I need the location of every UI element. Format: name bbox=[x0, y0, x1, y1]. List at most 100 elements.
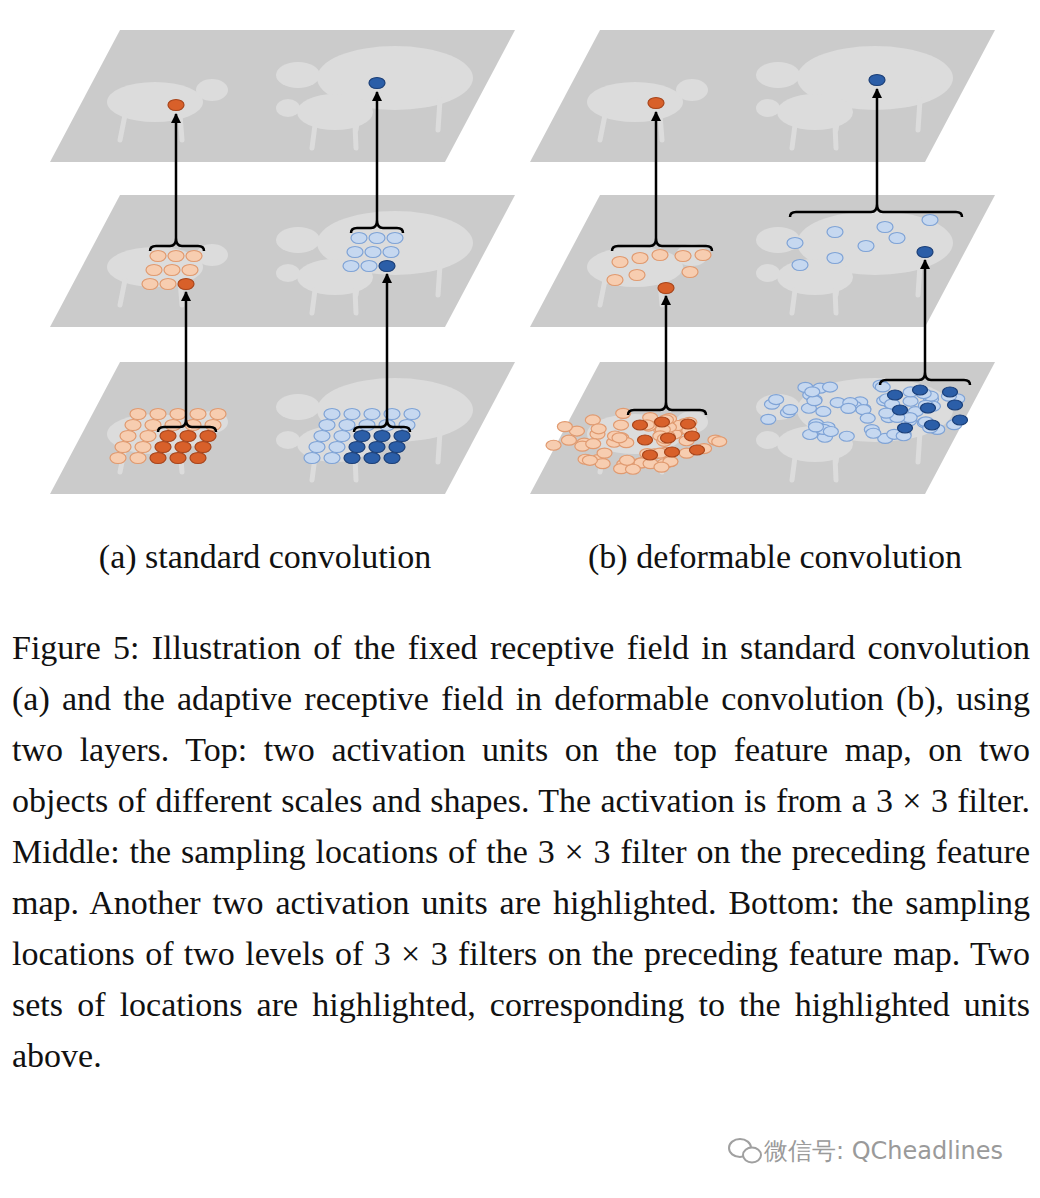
sampling-point bbox=[344, 409, 360, 420]
sampling-point bbox=[816, 406, 831, 416]
sampling-point bbox=[808, 422, 823, 432]
sampling-point bbox=[917, 247, 933, 258]
bracket bbox=[150, 238, 204, 251]
figure-caption-wrap: Figure 5: Illustration of the fixed rece… bbox=[12, 622, 1030, 1081]
sampling-point bbox=[787, 238, 803, 249]
feature-map bbox=[50, 362, 515, 494]
subfigure-label: (b) deformable convolution bbox=[525, 537, 1025, 577]
sampling-point bbox=[920, 403, 935, 413]
sampling-point bbox=[190, 453, 206, 464]
sampling-point bbox=[648, 98, 664, 109]
sampling-point bbox=[769, 395, 784, 405]
sampling-point bbox=[712, 437, 727, 447]
sampling-point bbox=[586, 439, 601, 449]
sampling-point bbox=[888, 390, 903, 400]
sampling-point bbox=[150, 453, 166, 464]
feature-map bbox=[530, 30, 995, 162]
sampling-points bbox=[110, 75, 968, 475]
sampling-point bbox=[638, 435, 653, 445]
sampling-point bbox=[943, 387, 958, 397]
sampling-point bbox=[354, 431, 370, 442]
sampling-point bbox=[150, 409, 166, 420]
sampling-point bbox=[582, 455, 597, 465]
sampling-point bbox=[135, 442, 151, 453]
sampling-point bbox=[925, 420, 940, 430]
sampling-point bbox=[115, 442, 131, 453]
sampling-point bbox=[877, 222, 893, 233]
sampling-point bbox=[629, 270, 645, 281]
bracket bbox=[158, 419, 216, 432]
sampling-point bbox=[170, 453, 186, 464]
sheep-image bbox=[107, 46, 473, 148]
arrow bbox=[185, 292, 188, 419]
sampling-point bbox=[369, 233, 385, 244]
sampling-point bbox=[110, 453, 126, 464]
sampling-point bbox=[783, 405, 798, 415]
sampling-point bbox=[347, 247, 363, 258]
sheep-image bbox=[587, 378, 953, 480]
sampling-point bbox=[164, 265, 180, 276]
sampling-point bbox=[953, 415, 968, 425]
sampling-point bbox=[351, 233, 367, 244]
sampling-point bbox=[591, 424, 606, 434]
arrow bbox=[876, 89, 879, 204]
arrow bbox=[376, 92, 379, 220]
sampling-point bbox=[695, 250, 711, 261]
sampling-point bbox=[652, 250, 668, 261]
sampling-point bbox=[614, 420, 629, 430]
sampling-point bbox=[130, 409, 146, 420]
sampling-point bbox=[369, 442, 385, 453]
sampling-point bbox=[343, 261, 359, 272]
bracket bbox=[351, 220, 403, 233]
sampling-point bbox=[365, 247, 381, 258]
sampling-point bbox=[889, 233, 905, 244]
subfigure-label: (a) standard convolution bbox=[15, 537, 515, 577]
sampling-point bbox=[898, 423, 913, 433]
sampling-point bbox=[658, 283, 674, 294]
sampling-point bbox=[869, 75, 885, 86]
sampling-point bbox=[160, 431, 176, 442]
sheep-image bbox=[587, 211, 953, 313]
sampling-point bbox=[160, 279, 176, 290]
map-plane bbox=[50, 195, 515, 327]
sampling-point bbox=[389, 442, 405, 453]
sampling-point bbox=[607, 275, 623, 286]
sheep-image bbox=[107, 211, 473, 313]
sampling-point bbox=[681, 419, 696, 429]
sampling-point bbox=[682, 267, 698, 278]
sampling-point bbox=[168, 251, 184, 262]
sampling-point bbox=[329, 442, 345, 453]
sampling-point bbox=[384, 453, 400, 464]
sampling-point bbox=[304, 453, 320, 464]
sampling-point bbox=[612, 257, 628, 268]
map-plane bbox=[50, 30, 515, 162]
arrows-and-brackets bbox=[150, 89, 970, 432]
sampling-point bbox=[374, 431, 390, 442]
feature-map bbox=[50, 30, 515, 162]
sampling-point bbox=[339, 420, 355, 431]
sampling-point bbox=[665, 447, 680, 457]
sampling-point bbox=[879, 408, 894, 418]
sampling-point bbox=[383, 247, 399, 258]
sampling-point bbox=[168, 100, 184, 111]
sampling-point bbox=[561, 435, 576, 445]
sampling-point bbox=[175, 442, 191, 453]
sampling-point bbox=[186, 251, 202, 262]
sampling-point bbox=[364, 453, 380, 464]
sampling-point bbox=[319, 420, 335, 431]
sampling-point bbox=[632, 253, 648, 264]
watermark: 微信号: QCheadlines bbox=[764, 1136, 1003, 1166]
sampling-point bbox=[860, 413, 875, 423]
sampling-point bbox=[620, 455, 635, 465]
sampling-point bbox=[404, 409, 420, 420]
arrow bbox=[655, 112, 658, 238]
sampling-point bbox=[903, 396, 918, 406]
sampling-point bbox=[675, 251, 691, 262]
bracket bbox=[628, 402, 706, 415]
sampling-point bbox=[858, 241, 874, 252]
sampling-point bbox=[182, 265, 198, 276]
sampling-point bbox=[654, 462, 669, 472]
feature-map bbox=[50, 195, 515, 327]
sampling-point bbox=[379, 261, 395, 272]
sampling-point bbox=[200, 431, 216, 442]
